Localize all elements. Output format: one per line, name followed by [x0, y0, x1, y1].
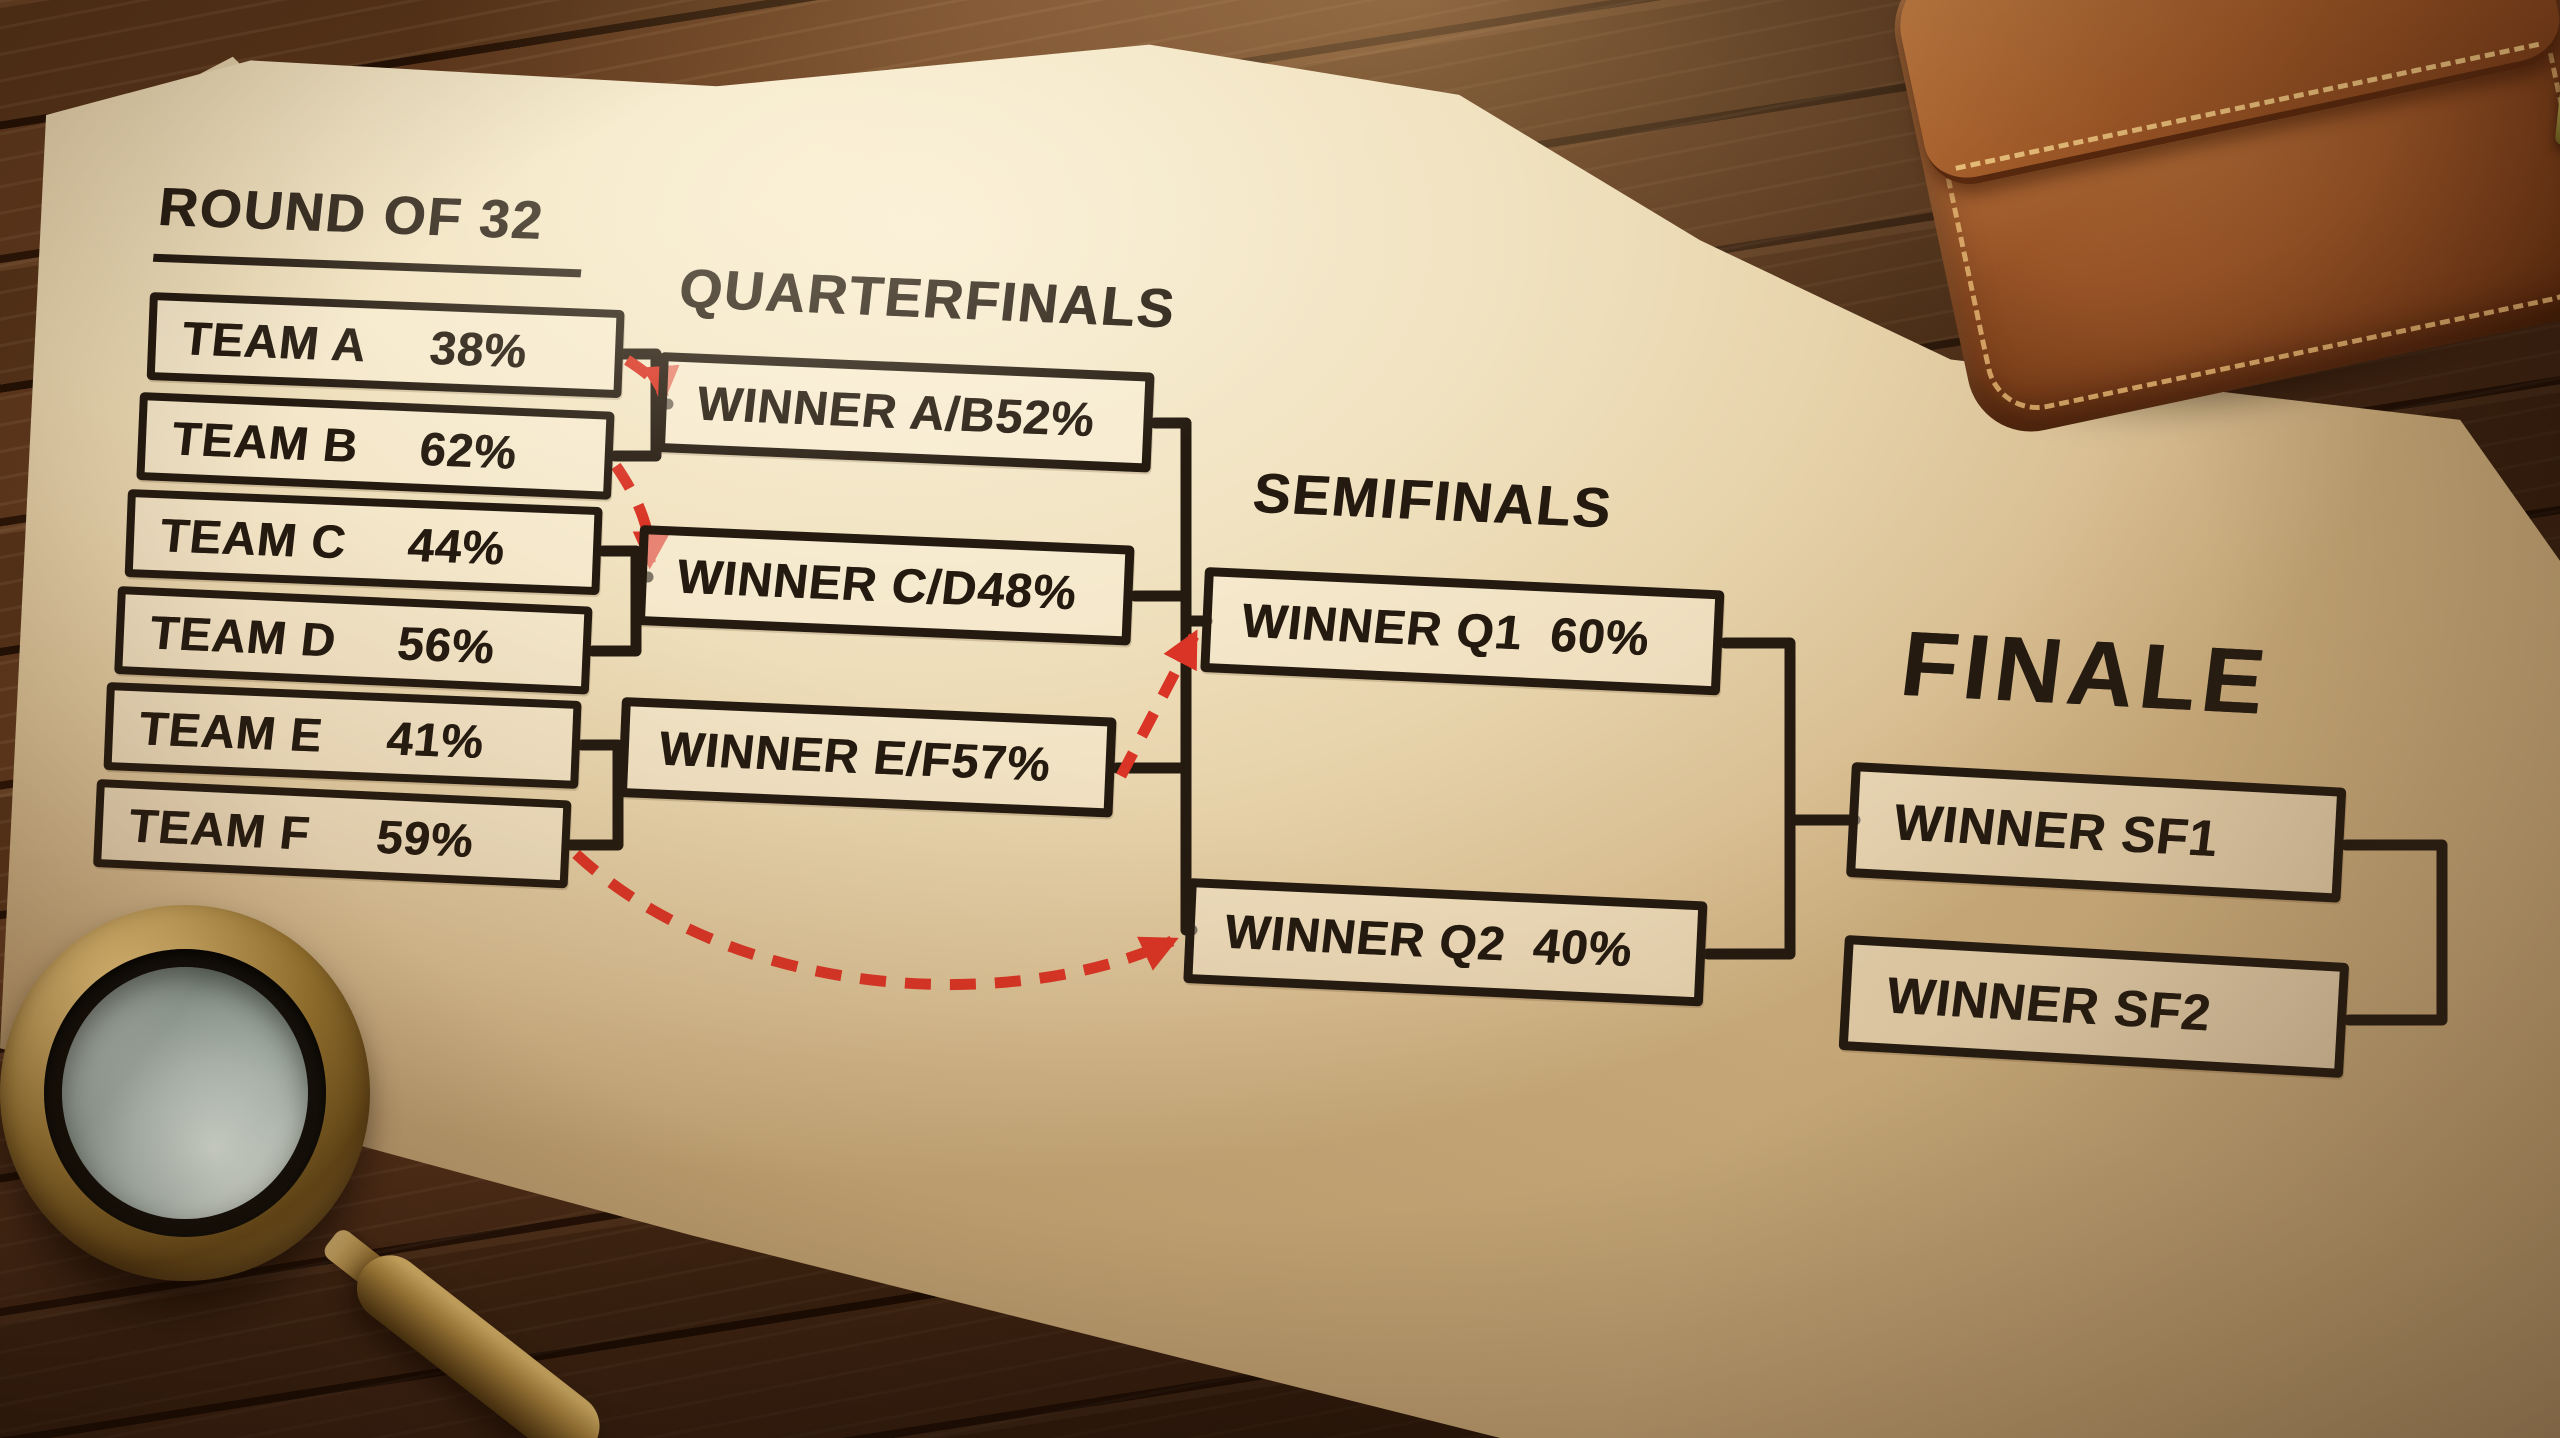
round32-title: ROUND OF 32	[152, 176, 590, 278]
match-pct: 48%	[974, 562, 1080, 620]
match-name: WINNER C/D	[673, 550, 981, 616]
match-pct: 52%	[992, 389, 1098, 447]
team-box-c: TEAM C 44%	[124, 489, 603, 596]
match-name: WINNER A/B	[693, 377, 999, 443]
match-box-winner-sf2: WINNER SF2	[1838, 935, 2350, 1079]
team-box-e: TEAM E 41%	[103, 682, 582, 789]
team-pct: 56%	[394, 615, 498, 673]
team-pct: 59%	[373, 809, 477, 867]
red-path-f-to-q2	[572, 849, 1179, 991]
team-name: TEAM A	[179, 310, 370, 371]
magnifier-lens	[62, 967, 308, 1219]
red-path-ef-to-q1	[1116, 629, 1199, 779]
team-box-b: TEAM B 62%	[136, 392, 615, 500]
match-pct: 57%	[948, 734, 1054, 792]
match-box-winner-cd: WINNER C/D 48%	[635, 525, 1135, 646]
match-box-winner-ab: WINNER A/B 52%	[655, 352, 1155, 473]
team-box-f: TEAM F 59%	[93, 779, 572, 889]
team-pct: 62%	[416, 421, 520, 479]
semifinals-title: SEMIFINALS	[1249, 460, 1616, 540]
match-name: WINNER SF1	[1890, 793, 2222, 868]
match-box-winner-q1: WINNER Q1 60%	[1200, 567, 1725, 696]
match-name: WINNER Q2	[1221, 905, 1509, 972]
team-pct: 41%	[384, 710, 487, 768]
match-pct: 40%	[1530, 919, 1636, 978]
match-name: WINNER SF2	[1883, 966, 2215, 1042]
match-box-winner-sf1: WINNER SF1	[1845, 762, 2347, 903]
team-box-a: TEAM A 38%	[146, 292, 625, 399]
team-pct: 38%	[427, 320, 530, 377]
team-name: TEAM F	[125, 798, 313, 860]
magnifying-glass	[0, 905, 613, 1438]
finale-title: FINALE	[1895, 612, 2276, 734]
match-name: WINNER E/F	[655, 722, 955, 788]
quarterfinals-title: QUARTERFINALS	[675, 256, 1179, 340]
team-name: TEAM E	[136, 700, 326, 762]
team-box-d: TEAM D 56%	[114, 586, 593, 695]
match-box-winner-q2: WINNER Q2 40%	[1183, 878, 1708, 1007]
match-pct: 60%	[1547, 608, 1653, 667]
team-name: TEAM D	[147, 605, 340, 666]
match-name: WINNER Q1	[1238, 594, 1526, 661]
team-name: TEAM B	[169, 410, 362, 472]
team-pct: 44%	[405, 517, 508, 574]
magnifier-handle	[343, 1241, 613, 1438]
match-box-winner-ef: WINNER E/F 57%	[617, 697, 1117, 818]
magnifier-ring	[0, 905, 370, 1281]
team-name: TEAM C	[157, 507, 350, 568]
